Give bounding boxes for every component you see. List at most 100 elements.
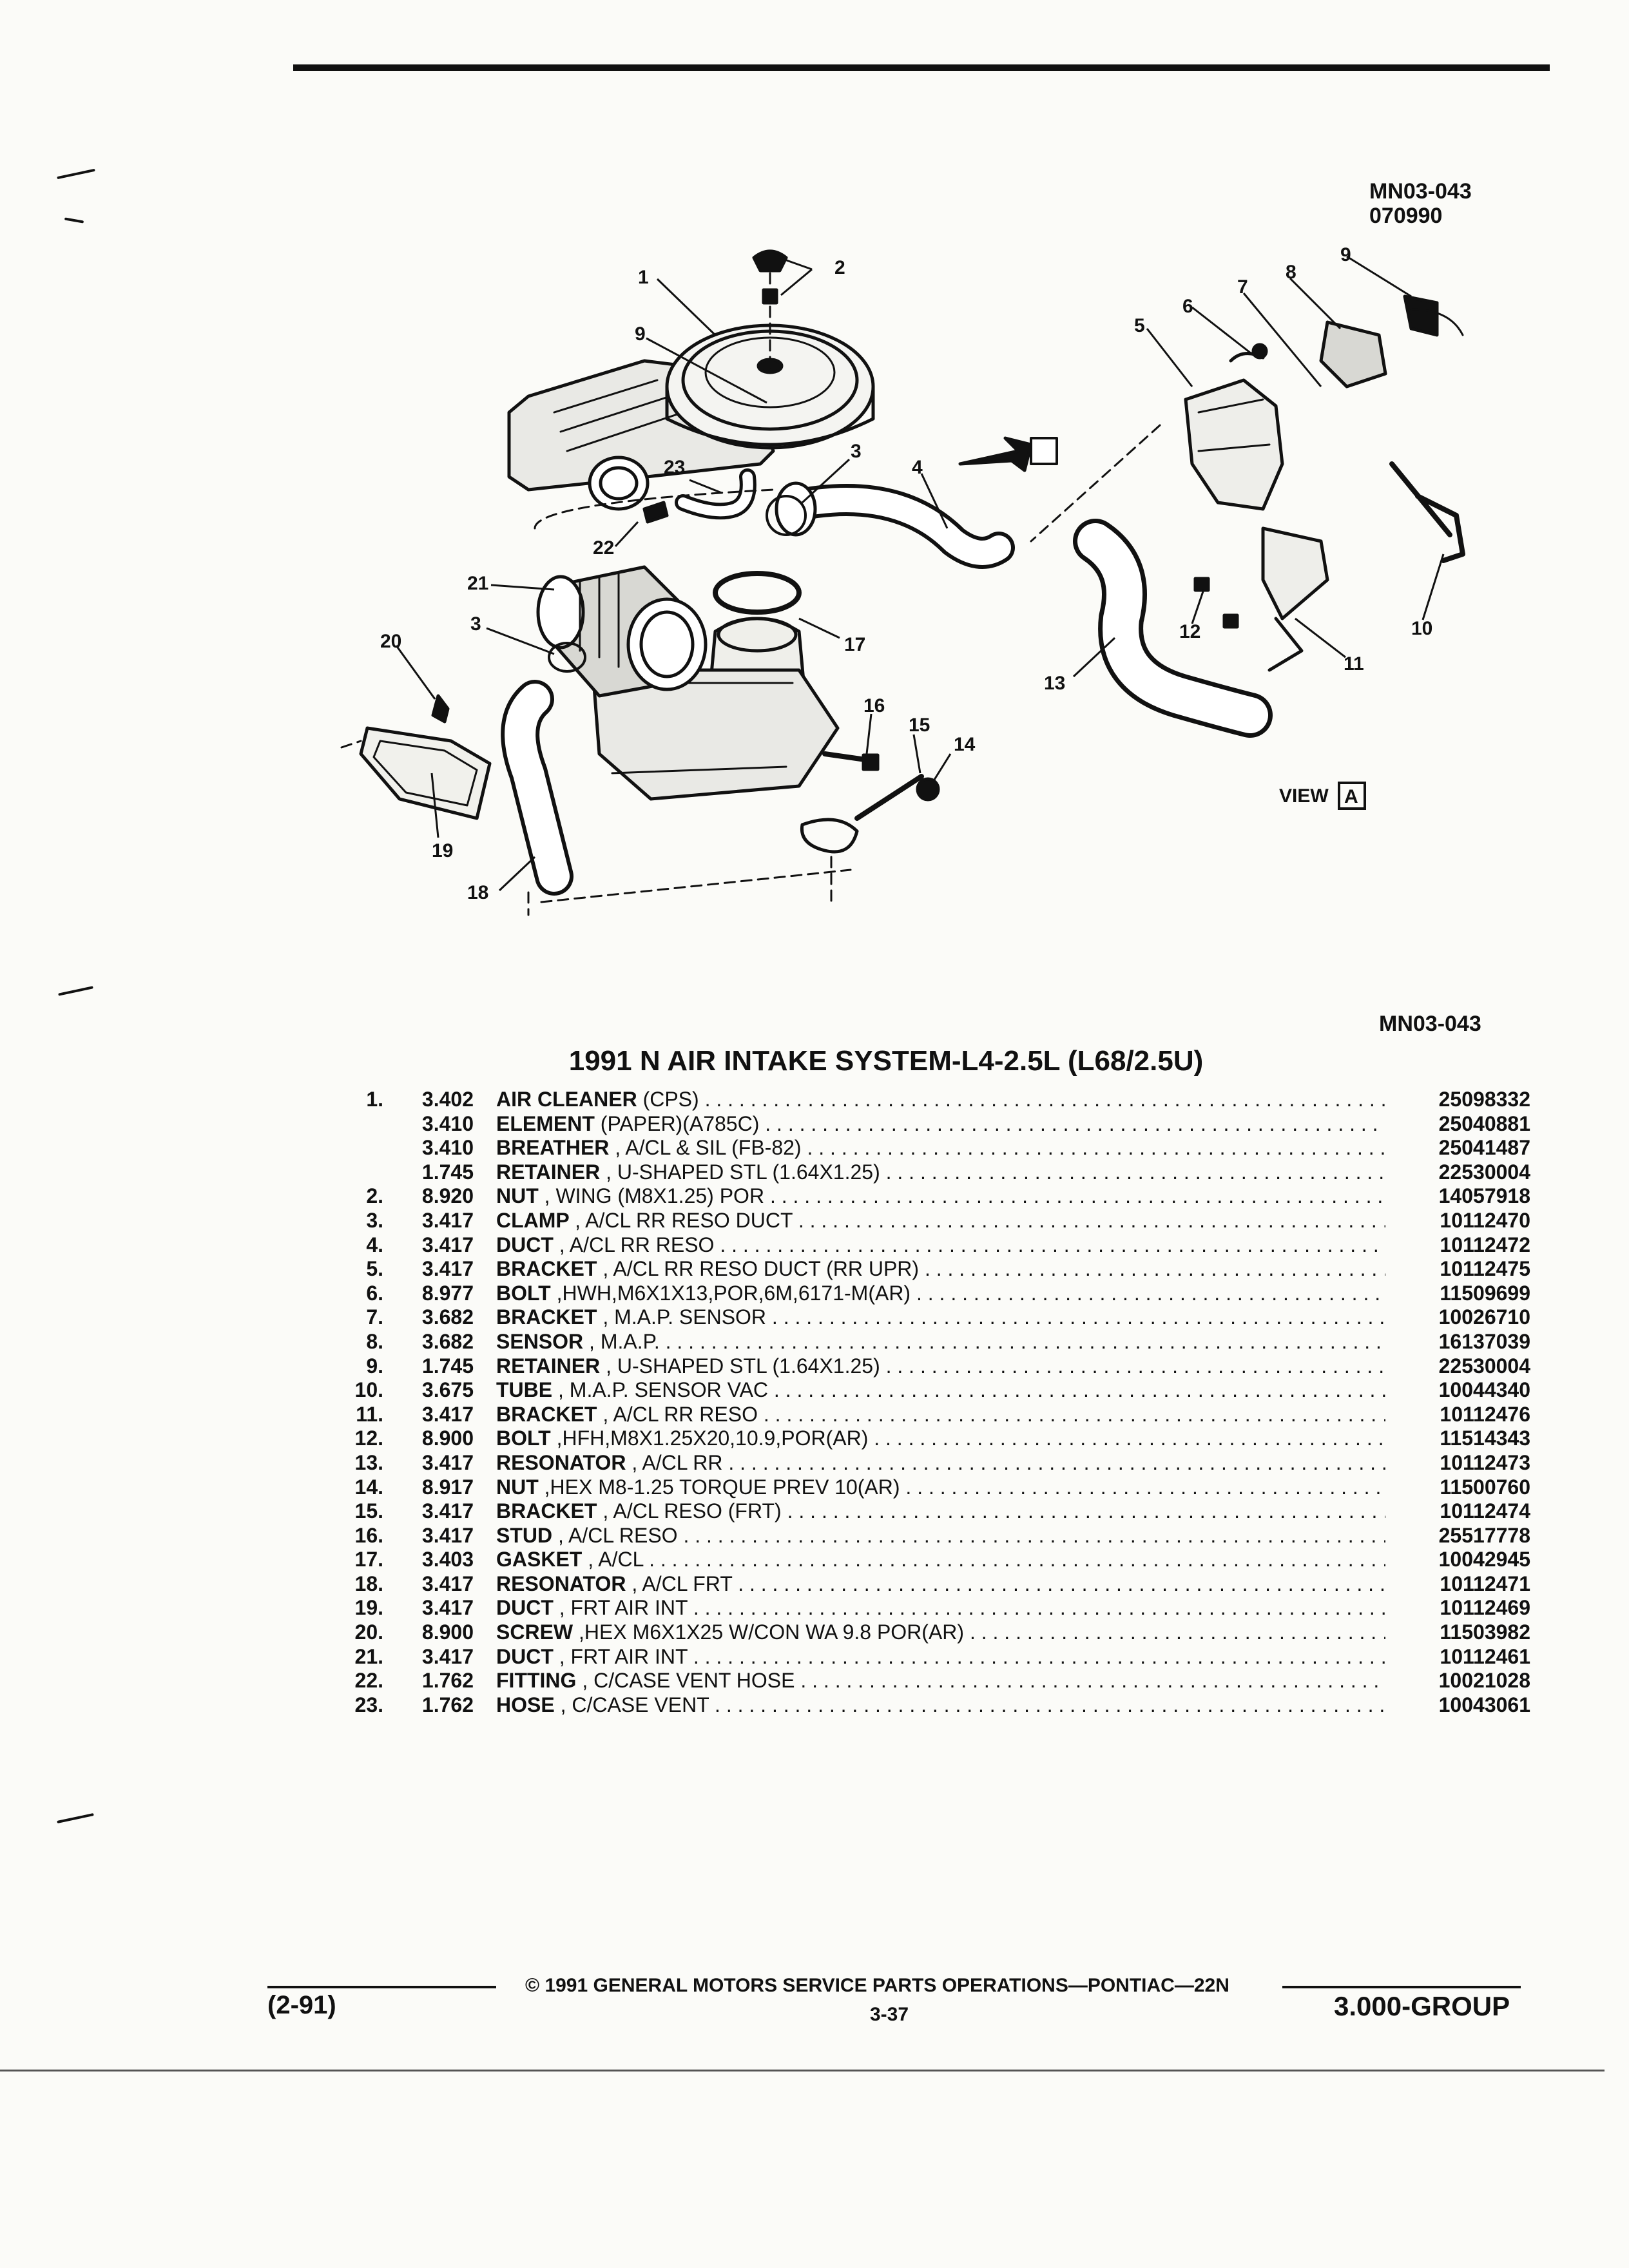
item-number: 19. — [354, 1596, 383, 1620]
part-name: AIR CLEANER — [496, 1088, 637, 1111]
page-title: 1991 N AIR INTAKE SYSTEM-L4-2.5L (L68/2.… — [568, 1045, 1204, 1077]
group-number: 8.900 — [421, 1427, 474, 1450]
item-number: 11. — [356, 1402, 383, 1426]
part-spec: , FRT AIR INT — [559, 1596, 688, 1620]
part-number: 10026710 — [1438, 1305, 1530, 1329]
part-description: BOLT ,HFH,M8X1.25X20,10.9,POR(AR) — [496, 1427, 1385, 1450]
part-number: 11500760 — [1440, 1475, 1530, 1499]
part-description: ELEMENT (PAPER)(A785C) — [496, 1112, 1385, 1136]
group-number: 3.402 — [421, 1088, 474, 1111]
part-name: RESONATOR — [496, 1571, 626, 1595]
item-number: 14. — [354, 1475, 383, 1499]
part-description: SCREW ,HEX M6X1X25 W/CON WA 9.8 POR(AR) — [496, 1620, 1385, 1644]
bottom-scan-line — [0, 2070, 1605, 2071]
part-description: CLAMP , A/CL RR RESO DUCT — [496, 1209, 1385, 1233]
callout-17: 17 — [844, 634, 865, 655]
group-number: 3.417 — [421, 1257, 474, 1281]
footer-group: 3.000-GROUP — [1334, 1991, 1510, 2021]
part-description: NUT , WING (M8X1.25) POR — [496, 1184, 1385, 1208]
item-number: 13. — [354, 1450, 383, 1474]
part-spec: ,HFH,M8X1.25X20,10.9,POR(AR) — [556, 1427, 869, 1450]
part-spec: (PAPER)(A785C) — [600, 1111, 760, 1135]
footer-date-code: (2-91) — [267, 1991, 336, 2019]
group-number: 8.900 — [421, 1620, 474, 1644]
part-number: 10112474 — [1440, 1499, 1530, 1523]
part-number: 10042945 — [1438, 1548, 1530, 1571]
table-ref-code: MN03-043 — [1379, 1012, 1481, 1036]
item-number: 22. — [354, 1669, 383, 1693]
air-cleaner-illustration — [507, 323, 875, 511]
part-spec: ,HEX M8-1.25 TORQUE PREV 10(AR) — [544, 1475, 900, 1499]
part-name: RETAINER — [496, 1354, 601, 1378]
part-description: HOSE , C/CASE VENT — [496, 1693, 1385, 1717]
part-name: DUCT — [496, 1596, 554, 1620]
part-spec: , A/CL RR RESO DUCT — [575, 1208, 793, 1232]
part-spec: , WING (M8X1.25) POR — [544, 1184, 765, 1208]
part-name: FITTING — [496, 1669, 577, 1693]
callout-5: 5 — [1134, 315, 1145, 336]
parts-row: 13. 3.417 10112473 RESONATOR , A/CL RR — [348, 1451, 1534, 1475]
part-spec: , A/CL RR — [631, 1450, 723, 1474]
item-number: 16. — [354, 1523, 383, 1547]
part-name: RESONATOR — [496, 1450, 626, 1474]
part-spec: , U-SHAPED STL (1.64X1.25) — [606, 1354, 880, 1378]
part-spec: , M.A.P. SENSOR — [602, 1305, 767, 1329]
item-number: 15. — [354, 1499, 383, 1523]
part-description: DUCT , A/CL RR RESO — [496, 1233, 1385, 1257]
item-number: 12. — [354, 1427, 383, 1450]
callout-16: 16 — [863, 695, 885, 716]
group-number: 3.675 — [421, 1378, 474, 1402]
group-number: 3.417 — [421, 1450, 474, 1474]
part-name: SCREW — [496, 1620, 574, 1644]
group-number: 3.417 — [421, 1523, 474, 1547]
part-name: BRACKET — [496, 1499, 597, 1523]
item-number: 21. — [354, 1644, 383, 1668]
part-spec: , FRT AIR INT — [559, 1644, 688, 1668]
group-number: 1.745 — [421, 1160, 474, 1184]
group-number: 3.417 — [421, 1402, 474, 1426]
part-number: 10112469 — [1440, 1596, 1530, 1620]
parts-row: 3.410 25040881 ELEMENT (PAPER)(A785C) — [348, 1112, 1534, 1137]
part-spec: , A/CL RR RESO — [602, 1402, 758, 1426]
part-description: TUBE , M.A.P. SENSOR VAC — [496, 1378, 1385, 1402]
part-description: BRACKET , A/CL RR RESO DUCT (RR UPR) — [496, 1257, 1385, 1281]
part-spec: , C/CASE VENT HOSE — [582, 1669, 795, 1693]
part-description: NUT ,HEX M8-1.25 TORQUE PREV 10(AR) — [496, 1475, 1385, 1499]
part-number: 10021028 — [1438, 1669, 1530, 1693]
part-description: BRACKET , M.A.P. SENSOR — [496, 1305, 1385, 1329]
part-number: 10112475 — [1440, 1257, 1530, 1281]
part-description: AIR CLEANER (CPS) — [496, 1088, 1385, 1111]
footer-page-number: 3-37 — [870, 2004, 909, 2025]
group-number: 3.417 — [421, 1233, 474, 1256]
part-name: BREATHER — [496, 1136, 610, 1160]
item-number: 2. — [366, 1184, 383, 1208]
part-number: 25040881 — [1438, 1111, 1530, 1135]
part-name: BOLT — [496, 1427, 551, 1450]
callout-15: 15 — [909, 715, 930, 736]
item-number: 23. — [354, 1693, 383, 1716]
group-number: 3.417 — [421, 1644, 474, 1668]
part-description: GASKET , A/CL — [496, 1548, 1385, 1571]
part-name: DUCT — [496, 1644, 554, 1668]
part-name: HOSE — [496, 1693, 555, 1716]
part-description: DUCT , FRT AIR INT — [496, 1596, 1385, 1620]
group-number: 3.410 — [421, 1111, 474, 1135]
part-spec: , A/CL RR RESO — [559, 1233, 715, 1256]
callout-1: 1 — [638, 267, 649, 288]
part-name: CLAMP — [496, 1208, 570, 1232]
part-number: 16137039 — [1438, 1329, 1530, 1353]
item-number: 1. — [366, 1088, 383, 1111]
part-number: 10112473 — [1440, 1450, 1530, 1474]
part-spec: , A/CL — [588, 1548, 644, 1571]
part-spec: , M.A.P. — [589, 1329, 660, 1353]
